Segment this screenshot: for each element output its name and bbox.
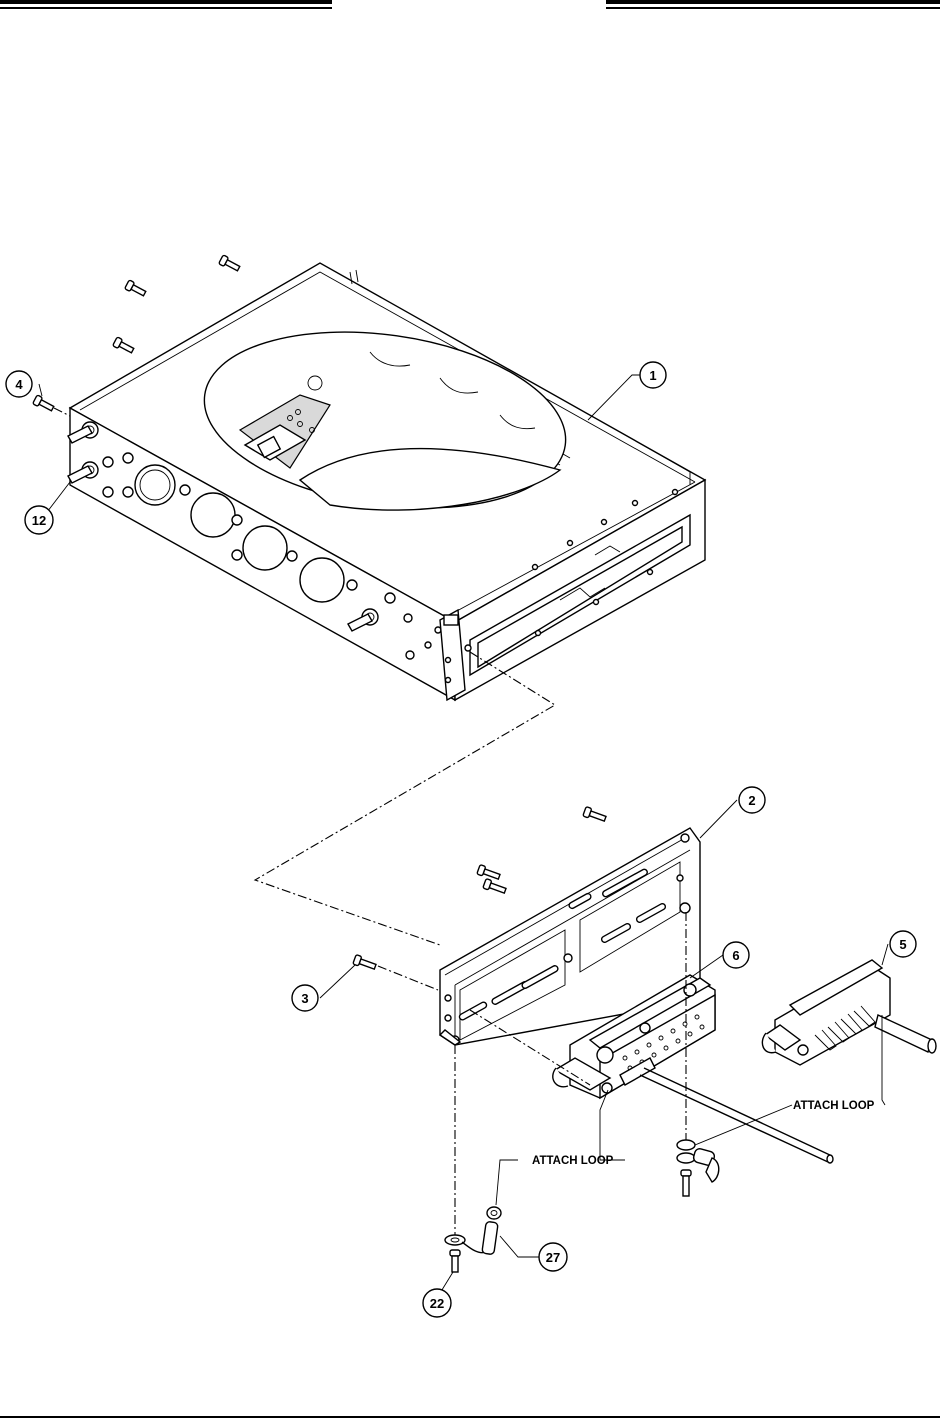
svg-text:12: 12 xyxy=(32,513,46,528)
callout-3: 3 xyxy=(292,985,318,1011)
callout-1: 1 xyxy=(640,362,666,388)
svg-text:27: 27 xyxy=(546,1250,560,1265)
callout-22: 22 xyxy=(423,1289,451,1317)
svg-text:5: 5 xyxy=(899,937,906,952)
svg-text:1: 1 xyxy=(649,368,656,383)
callout-5: 5 xyxy=(890,931,916,957)
assembly-path-line xyxy=(255,652,555,945)
svg-text:2: 2 xyxy=(748,793,755,808)
note-attach-loop-left: ATTACH LOOP xyxy=(532,1155,614,1167)
cable-rod xyxy=(640,1068,833,1163)
ground-strap-right xyxy=(677,1140,719,1196)
callout-27: 27 xyxy=(539,1243,567,1271)
svg-text:22: 22 xyxy=(430,1296,444,1311)
callout-4: 4 xyxy=(6,371,32,397)
svg-text:6: 6 xyxy=(732,948,739,963)
callout-6: 6 xyxy=(723,942,749,968)
note-attach-loop-right: ATTACH LOOP xyxy=(793,1100,875,1112)
svg-text:4: 4 xyxy=(15,377,23,392)
connector-assembly-5 xyxy=(762,960,936,1065)
tray-chassis xyxy=(68,263,705,700)
callout-12: 12 xyxy=(25,506,53,534)
callout-2: 2 xyxy=(739,787,765,813)
svg-text:3: 3 xyxy=(301,991,308,1006)
ground-strap-left xyxy=(445,1207,501,1272)
